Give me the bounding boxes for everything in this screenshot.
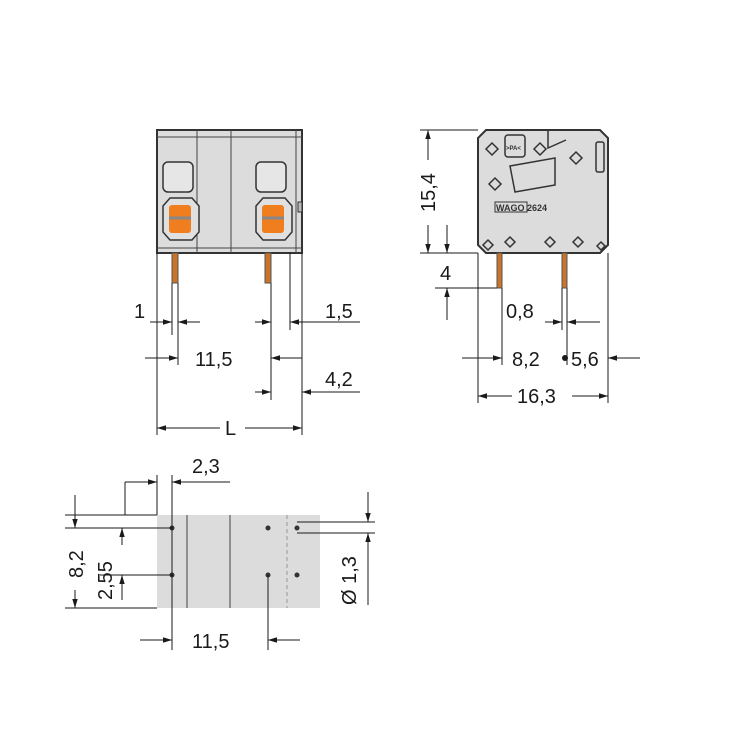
dim-pin-thickness: 0,8 (506, 301, 534, 323)
front-view: 1 1,5 11,5 4,2 L (134, 129, 360, 440)
dim-pitch: 11,5 (195, 349, 232, 371)
bottom-view: 2,3 8,2 2,55 Ø 1,3 11,5 (65, 456, 375, 653)
release-slot-right (255, 161, 287, 193)
dim-pin-gap: 5,6 (571, 349, 599, 371)
dim-depth: 16,3 (517, 386, 556, 408)
push-button-left (162, 197, 200, 241)
footprint-body (157, 515, 320, 608)
dim-pin-width: 1 (134, 301, 145, 323)
dim-length: L (225, 418, 236, 440)
terminal-body-side (477, 129, 609, 254)
dim-pin-length: 4 (440, 263, 451, 285)
dim-pin-offset: 8,2 (512, 349, 540, 371)
solder-pin-rear (561, 252, 568, 289)
dim-row-distance: 8,2 (66, 550, 88, 578)
wago-logo: WAGO 2624 (496, 203, 547, 213)
side-view: >PA< WAGO 2624 15,4 4 0,8 8,2 5,6 16,3 (418, 129, 640, 408)
dim-height: 15,4 (418, 173, 440, 212)
dim-edge: 4,2 (325, 369, 353, 391)
dim-right-offset: 1,5 (325, 301, 353, 323)
solder-pin-front (496, 252, 503, 289)
dim-offset: 2,3 (192, 456, 220, 478)
release-slot-left (162, 161, 194, 193)
dim-pitch-bottom: 11,5 (192, 631, 229, 653)
solder-pin-left (171, 252, 179, 284)
dim-hole-diameter: Ø 1,3 (339, 556, 361, 605)
lever-marking: >PA< (506, 146, 521, 152)
solder-pin-right (264, 252, 272, 284)
push-button-right (255, 197, 293, 241)
dim-row-offset: 2,55 (95, 561, 117, 600)
